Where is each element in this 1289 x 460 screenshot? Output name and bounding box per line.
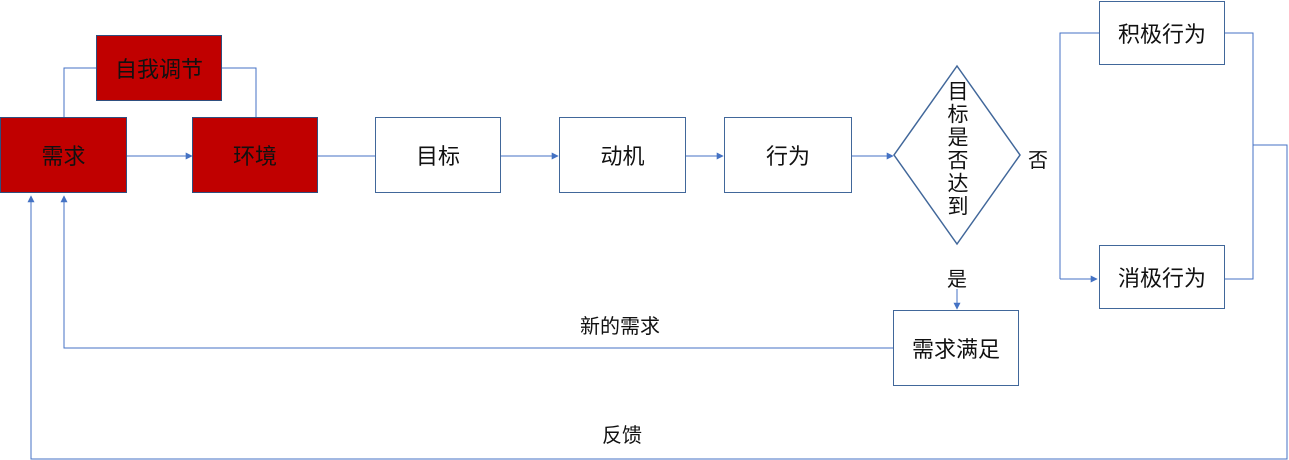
arrow-new-need-loop <box>60 195 893 349</box>
connector-positive-negative <box>1225 32 1254 280</box>
node-behavior: 行为 <box>724 117 852 193</box>
node-motive-label: 动机 <box>600 145 645 170</box>
node-self-adjust-label: 自我调节 <box>114 58 203 83</box>
node-environment-label: 环境 <box>232 145 277 170</box>
node-goal-label: 目标 <box>415 145 460 170</box>
node-need-satisfied: 需求满足 <box>893 310 1019 386</box>
node-positive-behavior-label: 积极行为 <box>1117 23 1206 48</box>
label-feedback: 反馈 <box>602 423 642 447</box>
arrow-feedback-loop <box>27 144 1288 460</box>
node-negative-behavior: 消极行为 <box>1099 245 1225 309</box>
node-negative-behavior-label: 消极行为 <box>1117 267 1206 292</box>
label-new-need: 新的需求 <box>580 314 660 338</box>
decision-label: 目标是否达到 <box>945 80 969 218</box>
node-need-label: 需求 <box>41 145 86 170</box>
label-yes: 是 <box>947 267 967 291</box>
connector-need-selfadjust <box>63 67 97 117</box>
connector-no-positive <box>1059 32 1099 279</box>
node-motive: 动机 <box>559 117 686 193</box>
node-behavior-label: 行为 <box>765 145 810 170</box>
node-self-adjust: 自我调节 <box>96 35 222 101</box>
connector-selfadjust-env <box>222 67 257 117</box>
decision-label-text: 目标是否达到 <box>945 80 969 218</box>
node-goal: 目标 <box>375 117 501 193</box>
node-need: 需求 <box>0 117 127 193</box>
decision-diamond <box>893 64 1021 246</box>
node-need-satisfied-label: 需求满足 <box>911 338 1000 363</box>
node-environment: 环境 <box>192 117 318 193</box>
label-no: 否 <box>1028 148 1048 172</box>
node-positive-behavior: 积极行为 <box>1099 1 1225 65</box>
